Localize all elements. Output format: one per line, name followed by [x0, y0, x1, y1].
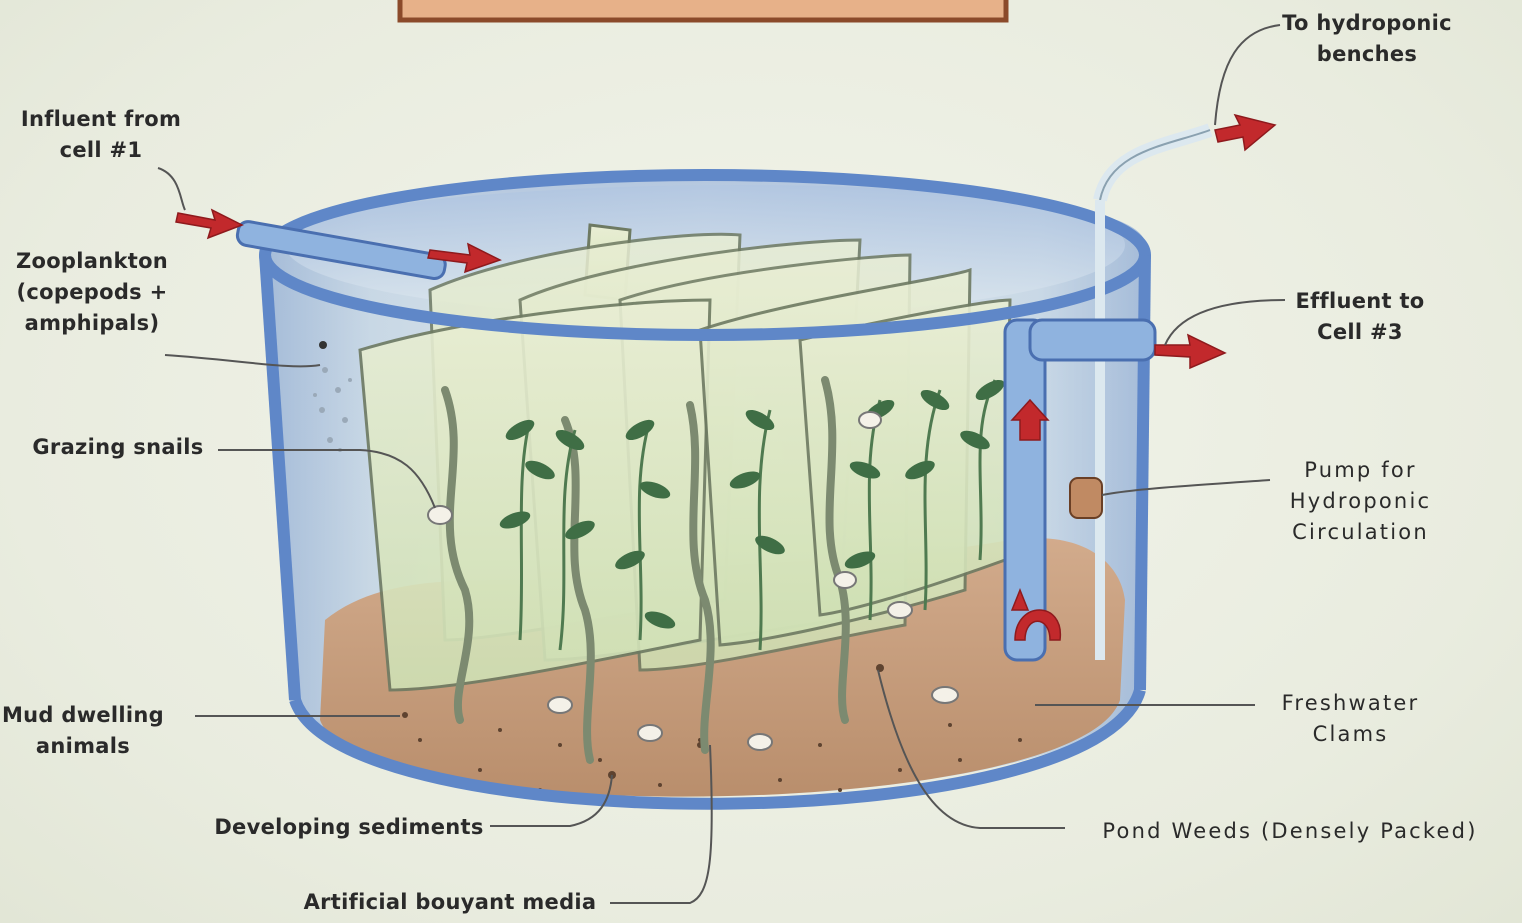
pump	[1070, 478, 1102, 518]
label-influent: Influent from cell #1	[8, 104, 194, 166]
label-effluent: Effluent to Cell #3	[1280, 286, 1440, 348]
label-buoyant-media: Artificial bouyant media	[300, 887, 600, 918]
label-freshwater-clams: Freshwater Clams	[1258, 688, 1443, 750]
effluent-pipe	[1030, 320, 1155, 360]
label-grazing-snails: Grazing snails	[20, 432, 216, 463]
hydroponic-tube	[1100, 130, 1210, 200]
label-zooplankton: Zooplankton (copepods + amphipals)	[10, 246, 174, 339]
label-to-hydroponic: To hydroponic benches	[1272, 8, 1462, 70]
label-pond-weeds: Pond Weeds (Densely Packed)	[1070, 816, 1510, 847]
label-mud-dwelling: Mud dwelling animals	[0, 700, 166, 762]
label-developing-sediments: Developing sediments	[214, 812, 484, 843]
label-pump: Pump for Hydroponic Circulation	[1268, 455, 1453, 548]
top-frame-edge	[400, 0, 1006, 20]
